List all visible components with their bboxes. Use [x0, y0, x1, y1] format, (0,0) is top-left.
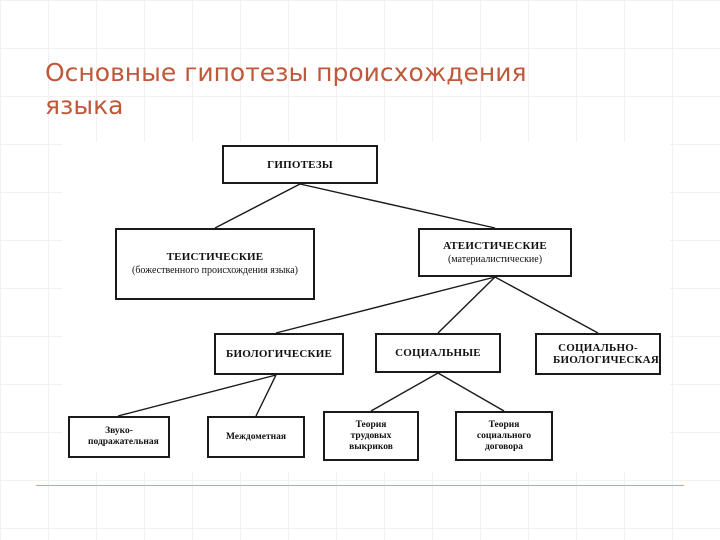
slide-title: Основные гипотезы происхождения языка	[45, 58, 527, 120]
node-interjectional: Междометная	[207, 416, 305, 458]
node-atheistic-label: АТЕИСТИЧЕСКИЕ	[443, 239, 547, 252]
connector-root-theistic	[214, 183, 301, 229]
footer-divider	[36, 485, 684, 486]
node-theistic: ТЕИСТИЧЕСКИЕ (божественного происхождени…	[115, 228, 315, 300]
node-social-label: СОЦИАЛЬНЫЕ	[395, 347, 481, 359]
node-sociobiological: СОЦИАЛЬНО-БИОЛОГИЧЕСКАЯ	[535, 333, 661, 375]
node-biological-label: БИОЛОГИЧЕСКИЕ	[226, 348, 332, 360]
node-sociobiological-label: СОЦИАЛЬНО-БИОЛОГИЧЕСКАЯ	[553, 342, 659, 366]
connector-atheistic-biological	[275, 276, 496, 334]
connector-biological-onomatopoeic	[117, 374, 277, 417]
connector-social-contract	[437, 372, 505, 412]
node-atheistic: АТЕИСТИЧЕСКИЕ (материалистические)	[418, 228, 572, 277]
node-atheistic-note: (материалистические)	[447, 253, 543, 265]
node-hypotheses: ГИПОТЕЗЫ	[222, 145, 378, 184]
node-social: СОЦИАЛЬНЫЕ	[375, 333, 501, 373]
node-interjectional-label: Междометная	[225, 431, 287, 442]
node-social-contract: Теория социального договора	[455, 411, 553, 461]
connector-atheistic-sociobiological	[494, 276, 599, 334]
connector-biological-interjectional	[255, 374, 277, 417]
node-hypotheses-label: ГИПОТЕЗЫ	[267, 158, 333, 171]
node-theistic-label: ТЕИСТИЧЕСКИЕ	[166, 251, 264, 263]
connector-atheistic-social	[437, 276, 496, 334]
connector-root-atheistic	[299, 183, 496, 229]
node-labor-cries: Теория трудовых выкриков	[323, 411, 419, 461]
node-onomatopoeic-label: Звуко-подражательная	[88, 426, 159, 447]
node-social-contract-label: Теория социального договора	[476, 419, 532, 452]
connector-social-labor	[370, 372, 439, 412]
node-theistic-note: (божественного происхождения языка)	[132, 265, 298, 276]
node-labor-cries-label: Теория трудовых выкриков	[349, 419, 393, 452]
node-biological: БИОЛОГИЧЕСКИЕ	[214, 333, 344, 375]
node-onomatopoeic: Звуко-подражательная	[68, 416, 170, 458]
